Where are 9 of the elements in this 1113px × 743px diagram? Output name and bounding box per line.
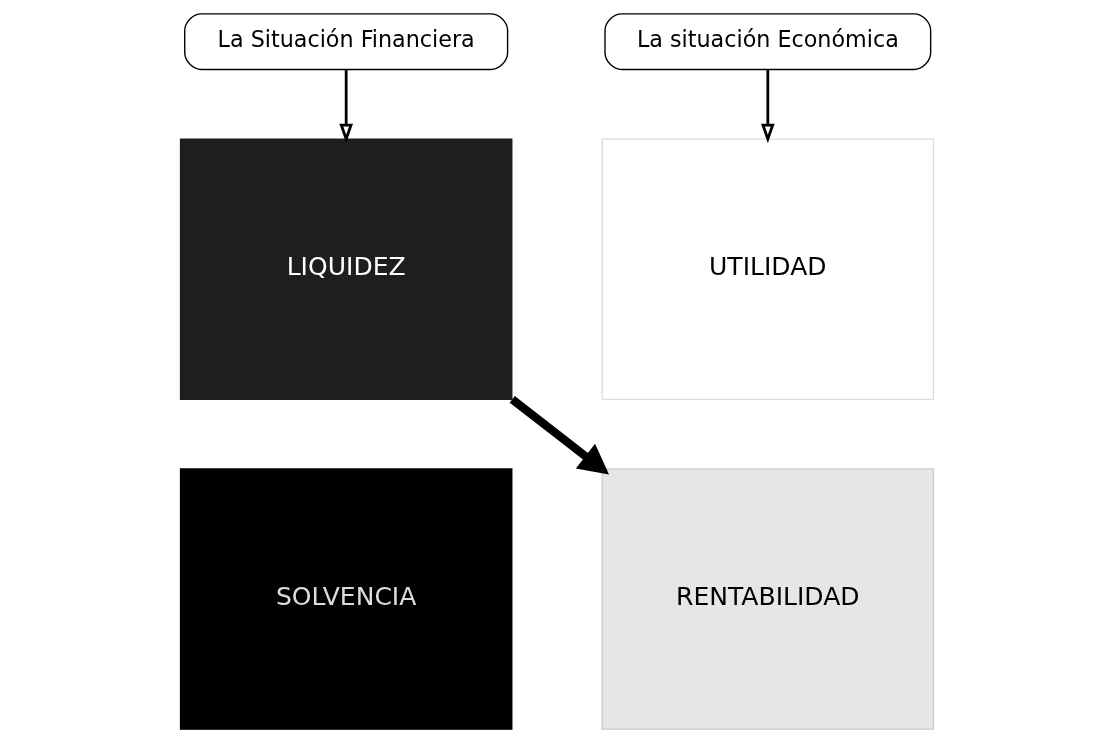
node-box: UTILIDAD (601, 138, 934, 401)
arrow (338, 69, 353, 144)
node-box: La situación Económica (603, 13, 931, 71)
node-box: RENTABILIDAD (601, 468, 934, 730)
arrow (760, 69, 775, 144)
node-box: LIQUIDEZ (179, 138, 512, 401)
arrow (509, 396, 609, 475)
node-box: La Situación Financiera (183, 13, 508, 71)
node-box: SOLVENCIA (179, 468, 512, 730)
